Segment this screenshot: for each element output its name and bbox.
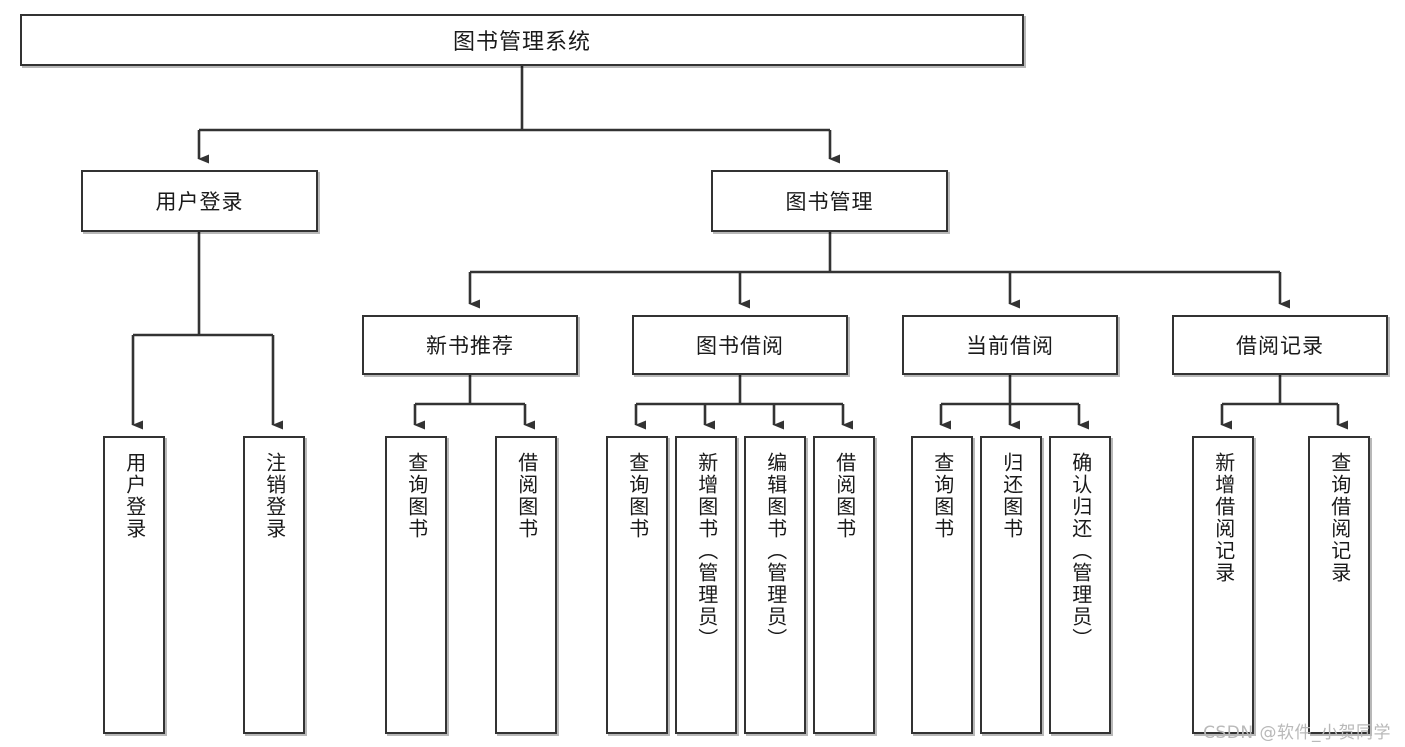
leaf-user-login-signin[interactable]: 用户登录 [103,436,165,734]
leaf-label: 用户登录 [122,452,147,540]
leaf-label: 查询图书 [930,452,955,540]
leaf-label: 新增借阅记录 [1211,452,1236,584]
node-root[interactable]: 图书管理系统 [20,14,1024,66]
leaf-current-query-book[interactable]: 查询图书 [911,436,973,734]
leaf-label: 查询借阅记录 [1327,452,1352,584]
leaf-borrow-add-book[interactable]: 新增图书（管理员） [675,436,737,734]
leaf-current-confirm-return[interactable]: 确认归还（管理员） [1049,436,1111,734]
leaf-record-query-record[interactable]: 查询借阅记录 [1308,436,1370,734]
leaf-label: 查询图书 [404,452,429,540]
leaf-user-login-signout[interactable]: 注销登录 [243,436,305,734]
leaf-label: 注销登录 [262,452,287,540]
leaf-borrow-borrow-book[interactable]: 借阅图书 [813,436,875,734]
node-user-login[interactable]: 用户登录 [81,170,318,232]
leaf-label: 查询图书 [625,452,650,540]
leaf-current-return-book[interactable]: 归还图书 [980,436,1042,734]
leaf-label: 归还图书 [999,452,1024,540]
leaf-label: 借阅图书 [514,452,539,540]
leaf-recommend-borrow-book[interactable]: 借阅图书 [495,436,557,734]
leaf-label: 借阅图书 [832,452,857,540]
node-book-management[interactable]: 图书管理 [711,170,948,232]
node-new-book-recommend[interactable]: 新书推荐 [362,315,578,375]
leaf-label: 编辑图书（管理员） [763,452,788,650]
leaf-recommend-query-book[interactable]: 查询图书 [385,436,447,734]
leaf-borrow-edit-book[interactable]: 编辑图书（管理员） [744,436,806,734]
leaf-record-add-record[interactable]: 新增借阅记录 [1192,436,1254,734]
leaf-label: 新增图书（管理员） [694,452,719,650]
leaf-borrow-query-book[interactable]: 查询图书 [606,436,668,734]
leaf-label: 确认归还（管理员） [1068,452,1093,650]
node-book-borrow[interactable]: 图书借阅 [632,315,848,375]
node-current-borrow[interactable]: 当前借阅 [902,315,1118,375]
node-borrow-record[interactable]: 借阅记录 [1172,315,1388,375]
